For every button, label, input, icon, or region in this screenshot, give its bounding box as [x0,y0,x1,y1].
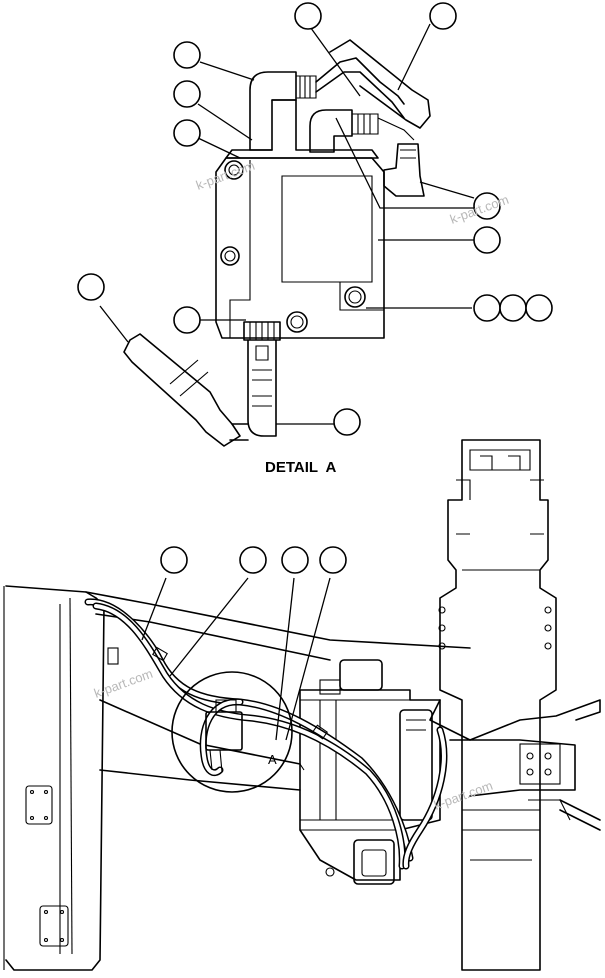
callout-bubble [281,546,309,574]
plug-bottom [286,311,308,333]
hose-main-b [92,602,406,870]
callout-bubble [499,294,527,322]
detail-a-valve [205,711,243,751]
panel-plate-lower [39,905,69,947]
callout-bubble [173,306,201,334]
callout-bubble [473,294,501,322]
callout-bubble [173,119,201,147]
side-module [399,709,433,821]
top-fitting-elbow-left [249,71,297,151]
valve-block [215,157,385,339]
callout-bubble [473,192,501,220]
watermark: k-part.com [92,666,155,701]
callout-bubble [525,294,553,322]
side-port-middle [220,246,240,266]
detail-title: DETAIL A [265,459,337,476]
mast-plate [519,743,561,785]
machine-assembly: A [3,439,601,971]
watermark: k-part.com [194,158,257,193]
callout-bubble [294,2,322,30]
callout-bubble [333,408,361,436]
panel-plate-upper [25,785,53,825]
top-manifold [225,99,379,159]
main-valve-unit [299,689,441,881]
callout-bubble [173,41,201,69]
bottom-elbow [247,339,277,437]
valve-cap [339,659,383,691]
plug-lower-right [344,286,366,308]
callout-bubble [173,80,201,108]
hose-top-right [329,39,431,129]
view-label-a: A [268,752,277,767]
top-fitting-elbow-right [309,109,353,153]
mast-column [439,439,557,971]
valve-base-block [353,839,395,885]
callout-bubble [160,546,188,574]
callout-leaders [99,23,475,741]
detail-a-circle [171,671,293,793]
right-elbow-fitting [383,143,425,197]
mast-bracket [429,699,601,741]
side-port-upper [224,160,244,180]
callout-bubble [239,546,267,574]
callout-bubbles [77,2,553,574]
callout-bubble [77,273,105,301]
callout-bubble [473,226,501,254]
upper-frame-rail [85,591,471,649]
left-frame-panel [5,585,105,971]
callout-bubble [319,546,347,574]
callout-bubble [429,2,457,30]
watermarks: k-part.com k-part.com k-part.com k-part.… [92,158,511,813]
detail-a-view [123,39,431,447]
hose-top-left [315,57,405,105]
valve-block-face [281,175,373,283]
hose-lower-left [123,333,241,447]
